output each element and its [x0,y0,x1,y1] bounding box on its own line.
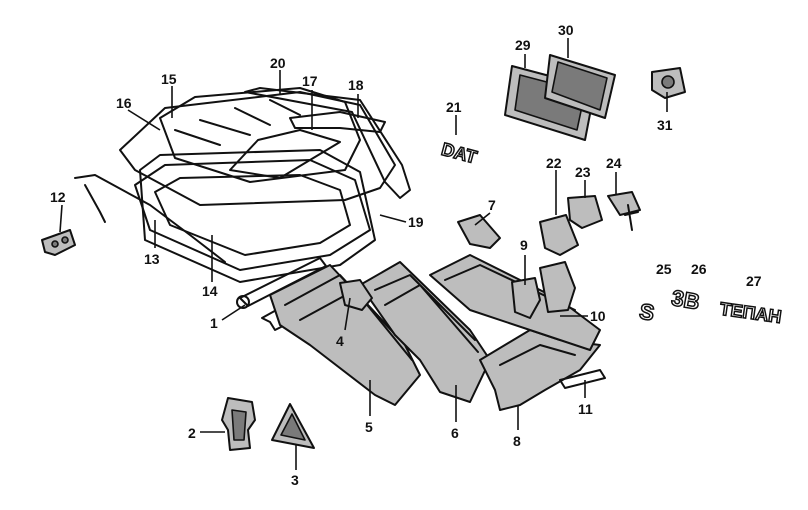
panel-6 [359,261,491,403]
cover-3-inner [280,413,306,441]
cylinder-24 [607,191,641,216]
callout-20: 20 [270,55,286,71]
leader-1 [221,304,246,321]
callout-2: 2 [188,425,196,441]
bracket-2-face [231,409,247,441]
callout-24: 24 [606,155,622,171]
callout-8: 8 [513,433,521,449]
callout-12: 12 [50,189,66,205]
callout-9: 9 [520,237,528,253]
lock-23 [567,195,603,229]
lock-parts [539,67,686,256]
callout-3: 3 [291,472,299,488]
callout-5: 5 [365,419,373,435]
lid-rim [139,149,376,283]
brackets [41,214,606,451]
callout-21: 21 [446,99,462,115]
latch-10 [539,261,576,313]
emblem-26: 3B [670,285,702,315]
rod-13-end [84,184,106,223]
callout-4: 4 [336,333,344,349]
callout-23: 23 [575,164,591,180]
key-24 [624,204,639,231]
bracket-4 [339,279,373,311]
lid-outer-panel-16 [119,91,396,206]
callout-11: 11 [578,401,593,417]
rear-panels [269,254,601,411]
callout-17: 17 [302,73,318,89]
bumper-31-core [661,75,675,89]
leader-19 [379,214,407,223]
bracket-9 [511,277,541,319]
hatch-frame-lines [174,99,301,146]
callout-13: 13 [144,251,160,267]
callout-26: 26 [691,261,707,277]
leader-lines [59,38,668,470]
callout-19: 19 [408,214,424,230]
emblem-27: ТЕПАН [719,299,783,327]
callout-27: 27 [746,273,762,289]
panel-long-edge [444,264,576,311]
callout-10: 10 [590,308,606,324]
callout-18: 18 [348,77,364,93]
rod-13 [74,174,226,263]
bracket-7 [457,214,501,249]
callout-6: 6 [451,425,459,441]
license-plates [504,54,616,141]
rod-11 [559,369,606,389]
plate-30-inset [551,61,608,111]
leader-12 [59,204,63,233]
callout-16: 16 [116,95,132,111]
hinge-bar-18 [289,111,386,133]
bracket-12-hole [51,240,59,248]
callout-29: 29 [515,37,531,53]
lid-lower-frame-14 [134,159,371,271]
lid-seal-20 [244,87,411,199]
leader-4 [344,297,351,331]
leader-7 [474,212,491,226]
bracket-12-hole-2 [61,236,69,244]
trunk-lid-assembly [119,87,411,283]
callout-31: 31 [657,117,673,133]
strut-end [236,295,250,309]
panel-6-edge [374,274,479,353]
rod-13-bar [74,174,226,263]
leader-16 [127,109,161,131]
callout-22: 22 [546,155,562,171]
panel-8-edge [499,344,576,366]
bracket-12 [41,229,76,256]
callout-14: 14 [202,283,218,299]
lock-22 [539,214,579,256]
emblem-21: DAT [439,139,479,168]
callout-7: 7 [488,197,496,213]
lid-inner-frame-15 [159,87,361,183]
callout-25: 25 [656,261,672,277]
callout-15: 15 [161,71,177,87]
callout-1: 1 [210,315,218,331]
lid-lower-inner [154,174,351,256]
hatch-window-17 [229,129,341,179]
callout-30: 30 [558,22,574,38]
emblem-25: S [638,298,657,325]
callouts: 1 2 3 4 5 6 7 8 9 10 11 12 13 14 15 16 1… [50,22,762,488]
